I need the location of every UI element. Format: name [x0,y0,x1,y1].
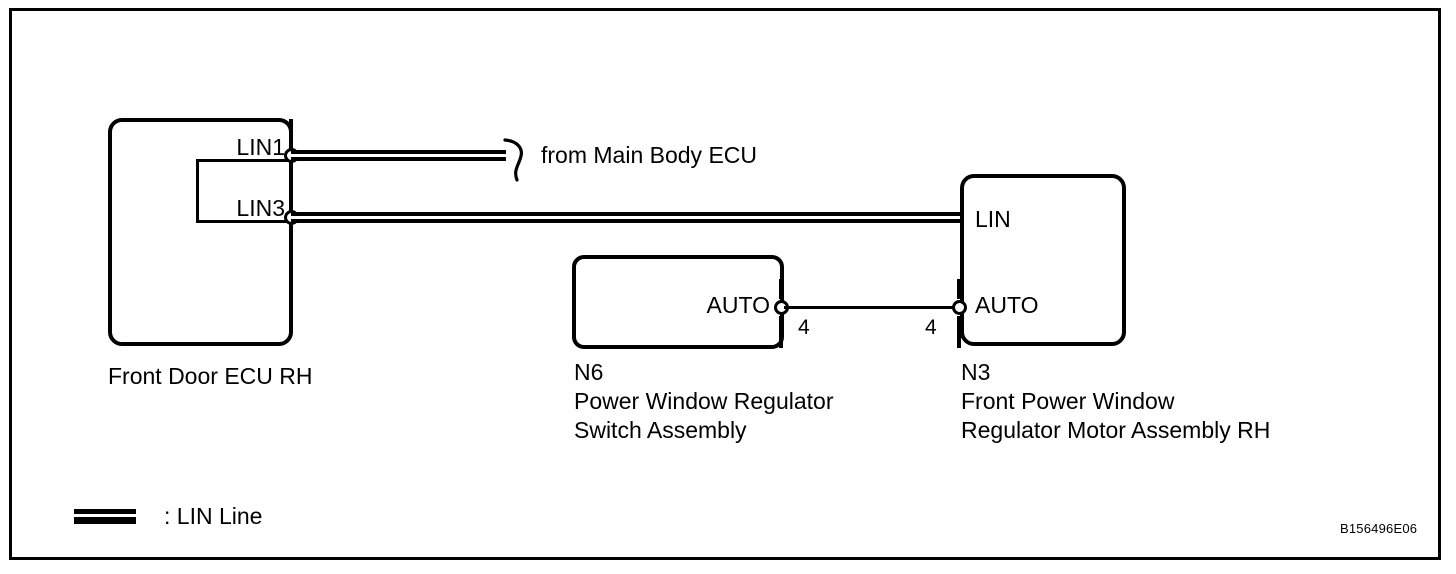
pin-stub-auto-n6-lower [779,316,783,348]
pin-label-auto-n3: AUTO [975,292,1039,318]
pin-label-auto-n6: AUTO [706,292,770,318]
pin-label-lin3: LIN3 [236,195,285,221]
annotation-from-main-body-ecu: from Main Body ECU [541,142,758,168]
pin-stub-lin3-upper [289,181,293,211]
legend: : LIN Line [74,503,262,530]
pin-stub-auto-n3-lower [957,316,961,348]
caption-line: N6 [574,359,604,385]
caption-line: Power Window Regulator [574,388,834,414]
lin-wire-lin3-to-motor [291,212,960,223]
diagram-border [9,8,1441,560]
wire-pin-number-n3: 4 [925,316,937,339]
wire-pin-number-n6: 4 [798,316,810,339]
pin-label-lin1: LIN1 [236,134,285,160]
caption-power-window-switch: N6 Power Window Regulator Switch Assembl… [574,358,834,445]
pin-stub-lin1-lower [289,162,293,190]
legend-label: : LIN Line [164,503,263,529]
wire-auto-interconnect [784,306,956,309]
component-front-door-ecu [108,118,293,346]
component-power-window-motor [960,174,1126,346]
caption-line: Regulator Motor Assembly RH [961,417,1271,443]
caption-front-door-ecu: Front Door ECU RH [108,362,312,391]
wire-break-symbol-icon [503,138,523,182]
pin-stub-auto-n3-upper [957,279,961,299]
pin-stub-lin1-upper [289,119,293,149]
lin-line-symbol-icon [74,509,136,524]
caption-line: Front Power Window [961,388,1175,414]
caption-line: Front Door ECU RH [108,363,313,389]
front-door-ecu-connector-outline [196,159,292,223]
pin-label-lin-n3: LIN [975,206,1011,232]
pin-stub-auto-n6-upper [779,279,783,299]
figure-reference-code: B156496E06 [1340,521,1418,536]
caption-line: N3 [961,359,991,385]
caption-power-window-motor: N3 Front Power Window Regulator Motor As… [961,358,1270,445]
lin-wire-lin1-to-main-body-ecu [291,150,506,161]
pin-stub-lin3-lower [289,224,293,256]
caption-line: Switch Assembly [574,417,747,443]
pin-terminal-auto-n3 [952,300,967,315]
